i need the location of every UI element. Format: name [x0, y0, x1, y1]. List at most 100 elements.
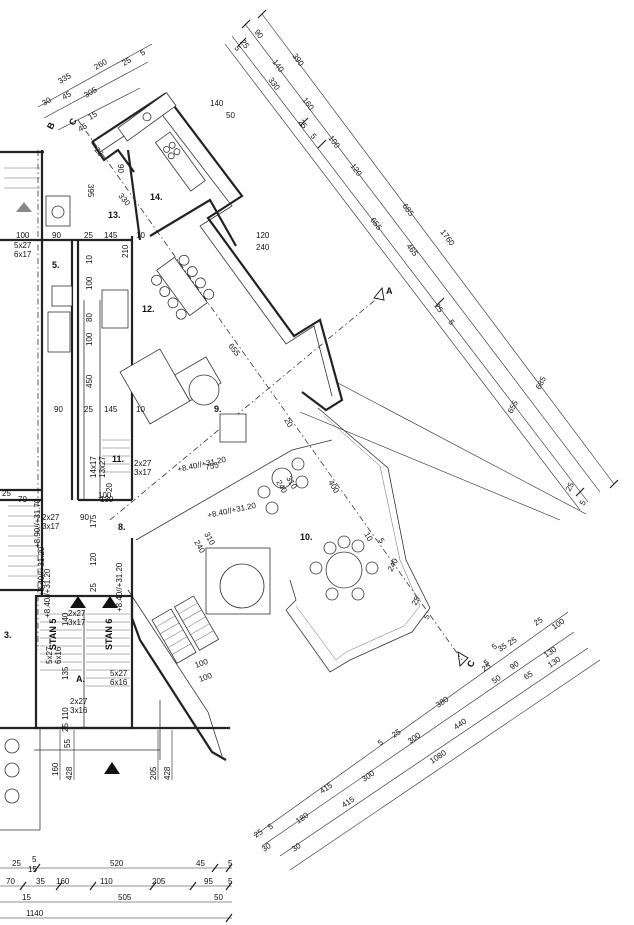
dim-label: 100 — [326, 134, 342, 151]
dim-label: 5 — [32, 855, 37, 864]
dim-label: 1080 — [428, 748, 448, 766]
dim-label: 380 — [434, 694, 451, 709]
dim-label: 5 — [139, 47, 148, 57]
dim-label: 25 — [61, 723, 70, 732]
dim-label: 5 — [446, 318, 456, 327]
dim-label: 175 — [89, 514, 98, 528]
room-label-13: 13. — [108, 210, 121, 220]
dim-label: 25 — [252, 827, 265, 840]
dim-label: 10 — [362, 531, 375, 544]
dim-label: 35 — [36, 877, 45, 886]
dim-label: 25 — [121, 55, 134, 68]
stair-spec: 14x1713x27 — [89, 456, 107, 478]
dim-label: 5 — [308, 132, 318, 141]
stair-treads — [4, 167, 220, 687]
dim-label: 505 — [118, 893, 132, 902]
dim-label: 240 — [386, 556, 400, 572]
dim-label: 5 — [266, 821, 275, 831]
dim-label: 110 — [61, 707, 70, 720]
dim-label: 25 — [506, 635, 519, 648]
dim-label: 260 — [93, 57, 110, 72]
dim-label: 415 — [340, 794, 357, 809]
dim-label: 90 — [54, 405, 63, 414]
furniture — [4, 92, 379, 804]
dim-label: 655 — [226, 342, 242, 358]
dim-label: 100 — [16, 231, 30, 240]
dim-label: 330 — [116, 192, 132, 208]
dim-label: 655 — [368, 216, 384, 233]
dim-label: 90 — [116, 164, 125, 173]
armchair — [219, 413, 247, 443]
dim-label: 90 — [80, 513, 89, 522]
dim-label: 655 — [506, 398, 520, 414]
dim-label: 65 — [522, 669, 535, 682]
dim-label: 25 — [296, 118, 309, 131]
dim-label: 25 — [238, 38, 251, 51]
dim-label: 440 — [452, 716, 469, 731]
dim-label: 25 — [89, 583, 98, 592]
room-label-8: 8. — [118, 522, 126, 532]
level-label: +8.40//+31.20 — [207, 501, 258, 520]
dim-label: 45 — [77, 121, 90, 134]
dim-label: 25 — [84, 405, 93, 414]
dim-label: 1760 — [438, 228, 456, 248]
dim-label: 100 — [85, 332, 94, 346]
dim-label: 5 — [376, 537, 386, 546]
dim-label: 10 — [136, 231, 145, 240]
room-label-10: 10. — [300, 532, 313, 542]
section-marker-c-bottom: C — [457, 651, 477, 669]
dimension-chain-left: 160 428 205 428 55 25 110 135 140 25 120… — [2, 483, 173, 780]
dim-label: 55 — [63, 739, 72, 748]
arrow-up-icon — [70, 596, 86, 608]
dim-label: 70 — [18, 495, 27, 504]
section-label-a: A — [386, 286, 393, 296]
dim-label: 330 — [266, 76, 282, 93]
dim-label: 465 — [404, 242, 420, 259]
dim-label: 305 — [83, 85, 100, 100]
dim-label: 160 — [56, 877, 70, 886]
dim-label: 5 — [490, 641, 499, 651]
dim-label: 10 — [136, 405, 145, 414]
dim-label: 70 — [6, 877, 15, 886]
room-label-5: 5. — [52, 260, 60, 270]
dim-label: 5 — [482, 657, 491, 667]
dim-label: 10 — [85, 255, 94, 264]
section-line-c — [77, 119, 463, 661]
dim-label: 80 — [85, 313, 94, 322]
room-label-11: 11. — [112, 454, 124, 464]
dim-label: 25 — [410, 594, 422, 607]
dim-label: 428 — [163, 766, 172, 780]
dim-label: 685 — [534, 374, 548, 390]
room-label-3: 3. — [4, 630, 12, 640]
section-marker-top: B C — [45, 116, 79, 131]
dim-label: 415 — [318, 780, 335, 795]
dim-label: 120 — [89, 552, 98, 566]
dim-label: 110 — [100, 877, 113, 886]
dimension-chain-bottom-left: 25 520 45 5 70 35 160 110 205 95 5 15 50… — [0, 855, 233, 923]
interior-dimensions: 120 240 655 755 310 240 400 310 240 10 5… — [16, 231, 432, 684]
level-label: +8.40//+31.20 — [37, 546, 46, 596]
section-label-c-top: C — [67, 116, 79, 127]
dim-label: 685 — [400, 202, 416, 219]
room-label-12: 12. — [142, 304, 155, 314]
dim-label: 205 — [149, 766, 158, 780]
room-labels: 14. 13. 12. 11. 10. 9. 8. 5. 3. A. — [4, 192, 313, 684]
dim-label: 140 — [270, 58, 286, 75]
dim-label: 100 — [98, 491, 112, 500]
dim-label: 5 — [232, 44, 242, 53]
dim-label: 120 — [256, 231, 270, 240]
dim-label: 5 — [376, 737, 385, 747]
dim-label: 100 — [85, 276, 94, 290]
dim-label: 30 — [41, 95, 54, 108]
dim-label: 90 — [52, 231, 61, 240]
dim-label: 160 — [300, 96, 316, 113]
level-label: +8.40//+31.20 — [115, 562, 124, 612]
dim-label: 25 — [12, 859, 21, 868]
dimension-chain-top-right: 5 25 90 140 390 330 160 25 5 100 120 655… — [224, 9, 619, 511]
dim-label: 135 — [61, 666, 70, 680]
level-label: +8.40//+31.20 — [43, 568, 52, 618]
dim-label: 15 — [22, 893, 31, 902]
dim-label: 395 — [86, 184, 95, 198]
arrow-up-icon — [102, 596, 118, 608]
